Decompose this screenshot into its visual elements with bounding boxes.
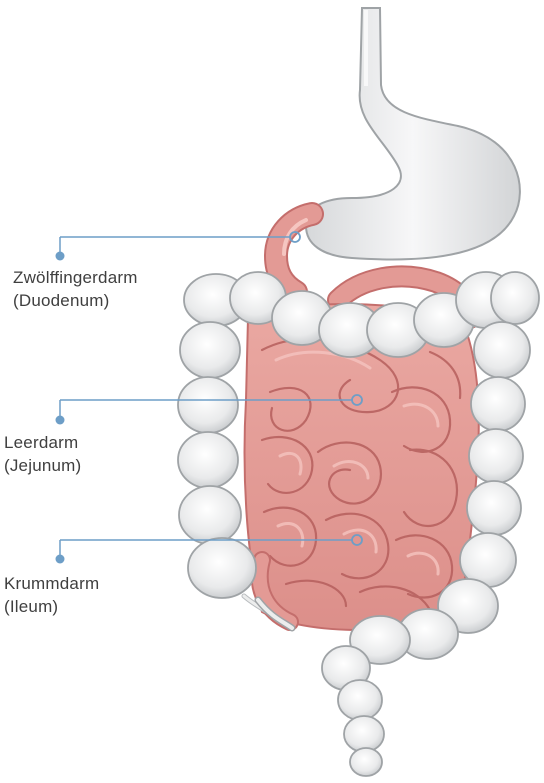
label-jejunum: Leerdarm (Jejunum)	[4, 431, 81, 477]
leader-duodenum	[56, 232, 301, 261]
label-jejunum-name: Leerdarm	[4, 431, 81, 454]
label-ileum: Krummdarm (Ileum)	[4, 572, 99, 618]
label-ileum-latin: (Ileum)	[4, 595, 99, 618]
label-duodenum-name: Zwölffingerdarm	[13, 266, 138, 289]
label-duodenum: Zwölffingerdarm (Duodenum)	[13, 266, 138, 312]
duodenum-dot	[56, 252, 65, 261]
stomach	[306, 8, 520, 259]
label-ileum-name: Krummdarm	[4, 572, 99, 595]
label-jejunum-latin: (Jejunum)	[4, 454, 81, 477]
duodenum	[276, 214, 312, 292]
ileum-dot	[56, 555, 65, 564]
label-duodenum-latin: (Duodenum)	[13, 289, 138, 312]
jejunum-dot	[56, 416, 65, 425]
